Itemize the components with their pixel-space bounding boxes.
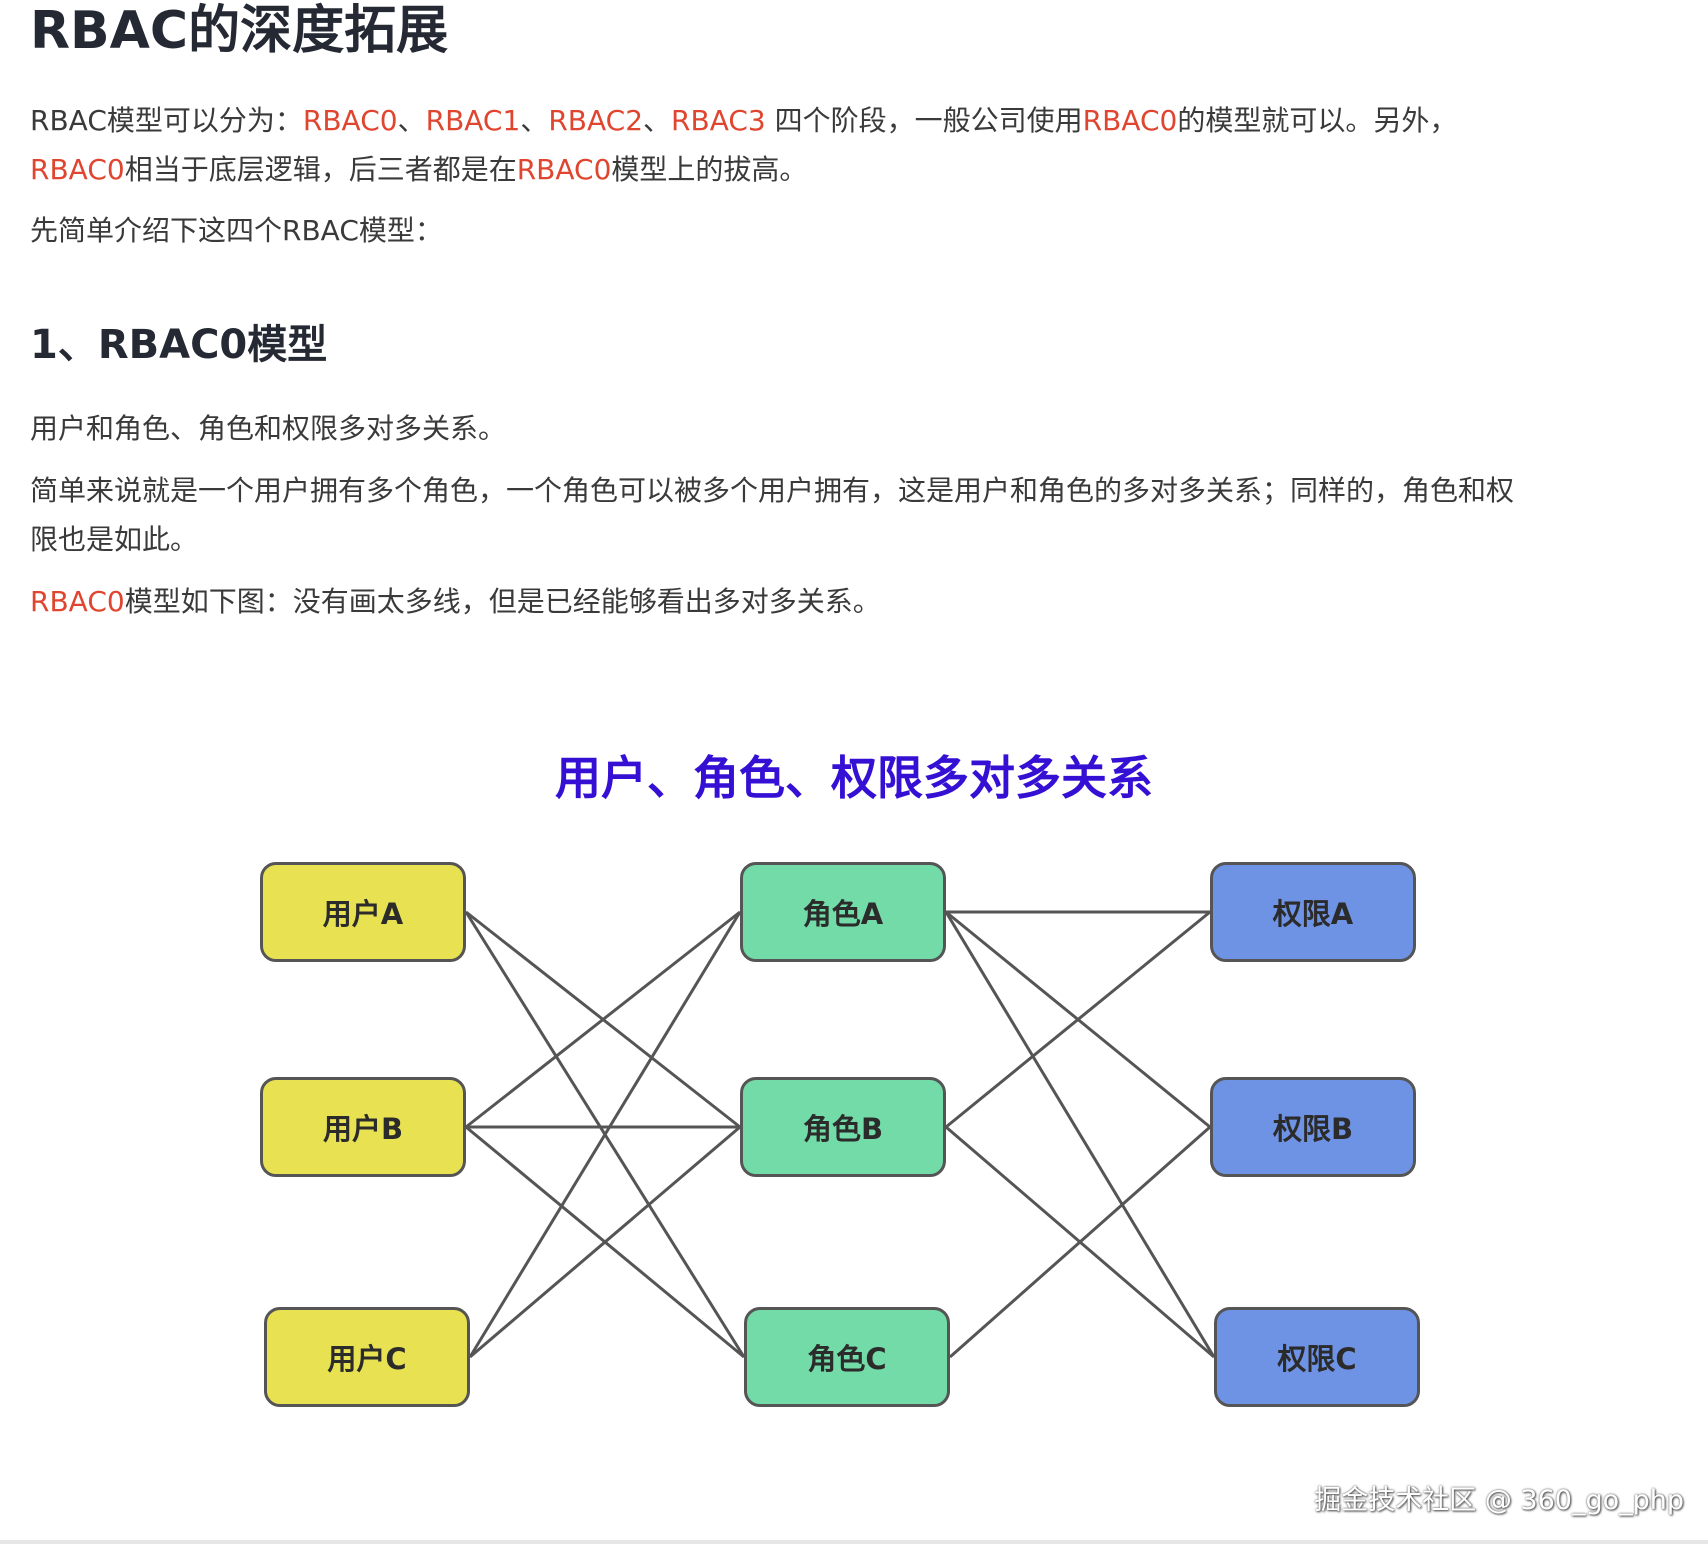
permission-c-node: 权限C (1214, 1307, 1420, 1407)
paragraph-explanation-line2: 限也是如此。 (30, 523, 199, 556)
intro-line1-highlight-5: RBAC2 (548, 104, 644, 137)
intro-line1-text-10: 的模型就可以。另外， (1177, 104, 1458, 137)
watermark: 掘金技术社区 @ 360_go_php (1314, 1485, 1684, 1516)
intro-line1-highlight-3: RBAC1 (425, 104, 521, 137)
edge-user-c-role-a (468, 911, 742, 1358)
intro-paragraph-line1: RBAC模型可以分为：RBAC0、RBAC1、RBAC2、RBAC3 四个阶段，… (30, 94, 1457, 148)
intro-line1-text-6: 、 (643, 104, 672, 137)
intro-line1-highlight-7: RBAC3 (671, 104, 766, 137)
paragraph-explanation-line1: 简单来说就是一个用户拥有多个角色，一个角色可以被多个用户拥有，这是用户和角色的多… (30, 474, 1515, 507)
intro-line2-highlight-2: RBAC0 (516, 153, 612, 186)
diagram-intro-text: 模型如下图：没有画太多线，但是已经能够看出多对多关系。 (124, 585, 881, 618)
paragraph-many-to-many: 用户和角色、角色和权限多对多关系。 (30, 412, 507, 445)
intro-paragraph-2: 先简单介绍下这四个RBAC模型： (30, 214, 443, 247)
diagram-connections (464, 910, 1216, 1359)
user-b-node: 用户B (260, 1077, 466, 1177)
intro-line2-highlight-0: RBAC0 (30, 153, 125, 186)
edge-user-c-role-b (469, 1125, 741, 1359)
role-b-node: 角色B (740, 1077, 946, 1177)
rbac0-diagram: 用户、角色、权限多对多关系 用户A 用户B 用户C 角色A 角色B 角色C 权限… (0, 700, 1708, 1544)
edge-role-a-permission-c (944, 911, 1216, 1358)
intro-line1-text-0: RBAC模型可以分为： (30, 104, 303, 137)
edge-role-c-permission-b (949, 1125, 1211, 1359)
edge-role-b-permission-a (945, 910, 1211, 1129)
section-title: 1、RBAC0模型 (30, 322, 328, 368)
intro-line1-text-8: 四个阶段，一般公司使用 (765, 104, 1083, 137)
paragraph-diagram-intro: RBAC0模型如下图：没有画太多线，但是已经能够看出多对多关系。 (30, 575, 881, 629)
intro-line1-highlight-1: RBAC0 (302, 104, 398, 137)
permission-a-node: 权限A (1210, 862, 1416, 962)
edge-user-b-role-a (465, 910, 741, 1129)
intro-line2-text-1: 相当于底层逻辑，后三者都是在 (124, 153, 517, 186)
page-title: RBAC的深度拓展 (30, 1, 449, 61)
bottom-divider (0, 1540, 1708, 1544)
intro-line1-highlight-9: RBAC0 (1082, 104, 1178, 137)
intro-paragraph-line2: RBAC0相当于底层逻辑，后三者都是在RBAC0模型上的拔高。 (30, 143, 807, 197)
user-a-node: 用户A (260, 862, 466, 962)
permission-b-node: 权限B (1210, 1077, 1416, 1177)
role-c-node: 角色C (744, 1307, 950, 1407)
role-a-node: 角色A (740, 862, 946, 962)
intro-line1-text-4: 、 (520, 104, 549, 137)
user-c-node: 用户C (264, 1307, 470, 1407)
rbac0-highlight: RBAC0 (30, 585, 125, 618)
intro-line1-text-2: 、 (397, 104, 426, 137)
intro-line2-text-3: 模型上的拔高。 (611, 153, 808, 186)
diagram-title: 用户、角色、权限多对多关系 (555, 751, 1153, 805)
